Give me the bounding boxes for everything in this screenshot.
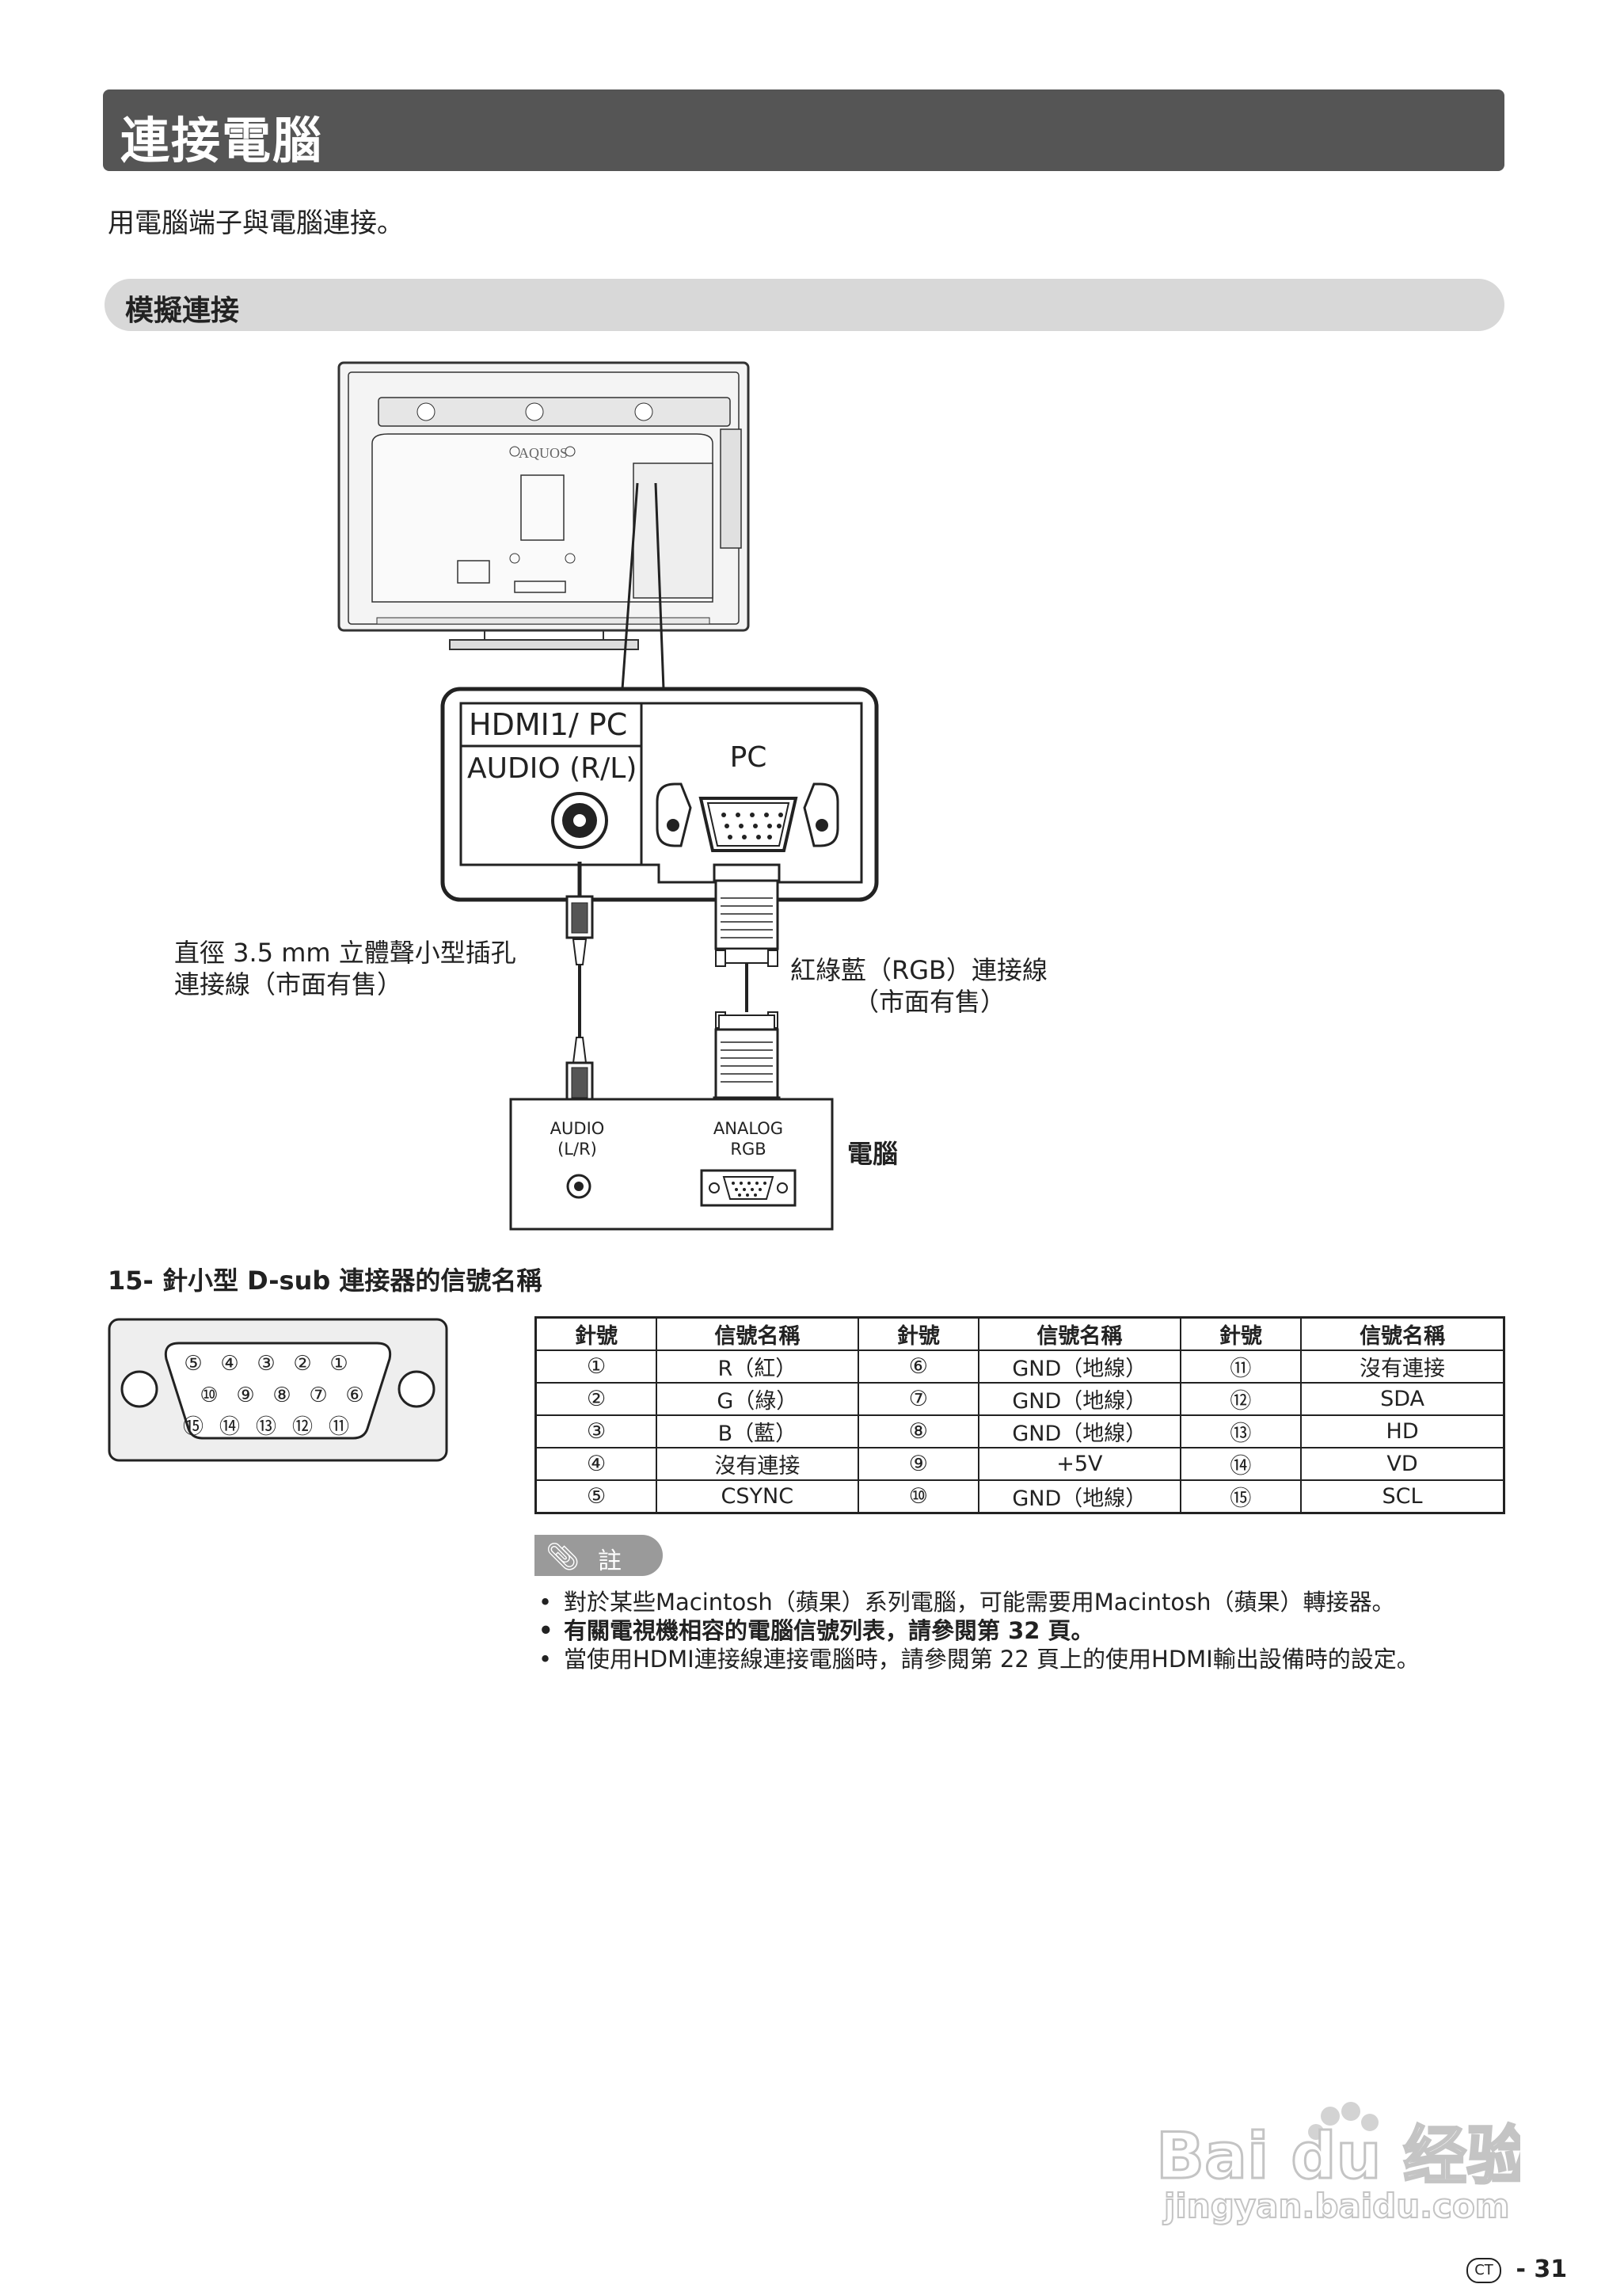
table-row: ① R（紅） ⑥ GND（地線） ⑪ 沒有連接 — [534, 1349, 1506, 1384]
lang-badge: CT — [1466, 2257, 1501, 2283]
tv-back-illustration — [337, 361, 750, 650]
signal-cell: B（藍） — [656, 1414, 859, 1448]
terminal-label-audio: AUDIO (R/L) — [467, 752, 637, 785]
table-row: ④ 沒有連接 ⑨ +5V ⑭ VD — [534, 1447, 1506, 1481]
connection-diagram: AQUOS HDMI1/ PC AUDIO (R/L) PC — [337, 361, 879, 1231]
signal-cell: HD — [1300, 1414, 1506, 1448]
table-row: ⑤ CSYNC ⑩ GND（地線） ⑮ SCL — [534, 1479, 1506, 1514]
paperclip-icon: 📎︎ — [546, 1541, 580, 1573]
watermark-brand: Bai du 经验 — [1156, 2119, 1520, 2193]
signal-cell: G（綠） — [656, 1382, 859, 1416]
pin-4: ④ — [220, 1352, 238, 1376]
note-item: 當使用HDMI連接線連接電腦時，請參閱第 22 頁上的使用HDMI輸出設備時的設… — [537, 1645, 1420, 1673]
pin-8: ⑧ — [272, 1384, 291, 1407]
section-title: 模擬連接 — [125, 295, 240, 327]
rgb-cable-label-2: （市面有售） — [854, 987, 1006, 1017]
pin-9: ⑨ — [236, 1384, 254, 1407]
notes-list: 對於某些Macintosh（蘋果）系列電腦，可能需要用Macintosh（蘋果）… — [537, 1588, 1420, 1673]
pin-10: ⑩ — [200, 1384, 218, 1407]
pin-15: ⑮ — [183, 1415, 203, 1439]
pin-3: ③ — [257, 1352, 275, 1376]
header-pin: 針號 — [534, 1316, 658, 1351]
pin-cell: ⑬ — [1179, 1414, 1303, 1448]
terminal-closeup — [440, 687, 879, 902]
audio-cable — [565, 862, 594, 1112]
pin-cell: ⑮ — [1179, 1479, 1303, 1514]
pin-cell: ⑨ — [857, 1447, 980, 1481]
pin-cell: ⑤ — [534, 1479, 658, 1514]
pin-cell: ① — [534, 1349, 658, 1384]
signal-cell: 沒有連接 — [656, 1447, 859, 1481]
header-signal: 信號名稱 — [656, 1316, 859, 1351]
pin-cell: ② — [534, 1382, 658, 1416]
table-header-row: 針號 信號名稱 針號 信號名稱 針號 信號名稱 — [534, 1316, 1506, 1351]
pin-2: ② — [293, 1352, 311, 1376]
note-tag: 📎︎ 註 — [534, 1535, 663, 1576]
pin-cell: ⑩ — [857, 1479, 980, 1514]
header-pin: 針號 — [857, 1316, 980, 1351]
pin-cell: ③ — [534, 1414, 658, 1448]
audio-cable-label-1: 直徑 3.5 mm 立體聲小型插孔 — [174, 938, 516, 968]
watermark-url: jingyan.baidu.com — [1162, 2187, 1510, 2225]
terminal-label-pc: PC — [730, 741, 767, 774]
table-row: ③ B（藍） ⑧ GND（地線） ⑬ HD — [534, 1414, 1506, 1448]
pc-audio-label: AUDIO — [550, 1119, 605, 1138]
section-bar: 模擬連接 — [105, 279, 1504, 331]
pin-7: ⑦ — [309, 1384, 327, 1407]
baidu-watermark: Bai du 经验 jingyan.baidu.com — [1140, 2091, 1531, 2229]
note-tag-label: 註 — [598, 1547, 622, 1575]
pin-signal-table: 針號 信號名稱 針號 信號名稱 針號 信號名稱 ① R（紅） ⑥ GND（地線）… — [534, 1316, 1506, 1514]
pin-cell: ⑦ — [857, 1382, 980, 1416]
pin-cell: ⑫ — [1179, 1382, 1303, 1416]
rgb-cable-label-1: 紅綠藍（RGB）連接線 — [790, 955, 1048, 985]
signal-cell: GND（地線） — [978, 1382, 1181, 1416]
tv-logo: AQUOS — [519, 445, 568, 461]
pc-audio-sublabel: (L/R) — [557, 1140, 597, 1159]
signal-cell: 沒有連接 — [1300, 1349, 1506, 1384]
pin-cell: ⑪ — [1179, 1349, 1303, 1384]
signal-cell: R（紅） — [656, 1349, 859, 1384]
signal-cell: GND（地線） — [978, 1414, 1181, 1448]
pin-cell: ⑥ — [857, 1349, 980, 1384]
audio-cable-label-2: 連接線（市面有售） — [174, 969, 403, 999]
rgb-cable — [713, 863, 781, 1113]
table-row: ② G（綠） ⑦ GND（地線） ⑫ SDA — [534, 1382, 1506, 1416]
pin-14: ⑭ — [219, 1415, 240, 1439]
intro-text: 用電腦端子與電腦連接。 — [108, 207, 404, 239]
signal-cell: CSYNC — [656, 1479, 859, 1514]
pc-rgb-label: ANALOG — [713, 1119, 783, 1138]
page-title: 連接電腦 — [120, 112, 324, 169]
page-dash: - — [1516, 2255, 1535, 2283]
page-number-value: 31 — [1534, 2255, 1568, 2283]
pc-rgb-sublabel: RGB — [730, 1140, 766, 1159]
pin-cell: ⑧ — [857, 1414, 980, 1448]
signal-cell: +5V — [978, 1447, 1181, 1481]
signal-cell: GND（地線） — [978, 1349, 1181, 1384]
pin-11: ⑪ — [329, 1415, 349, 1439]
pin-cell: ④ — [534, 1447, 658, 1481]
dsub-connector-illustration: ⑤ ④ ③ ② ① ⑩ ⑨ ⑧ ⑦ ⑥ ⑮ ⑭ ⑬ ⑫ ⑪ — [108, 1318, 448, 1465]
pin-5: ⑤ — [184, 1352, 202, 1376]
terminal-label-hdmi: HDMI1/ PC — [469, 707, 627, 742]
pin-12: ⑫ — [292, 1415, 313, 1439]
header-signal: 信號名稱 — [978, 1316, 1181, 1351]
pin-heading: 15- 針小型 D-sub 連接器的信號名稱 — [108, 1266, 542, 1296]
computer-label: 電腦 — [847, 1139, 899, 1169]
signal-cell: VD — [1300, 1447, 1506, 1481]
note-item: 有關電視機相容的電腦信號列表，請參閱第 32 頁。 — [537, 1616, 1420, 1645]
signal-cell: SCL — [1300, 1479, 1506, 1514]
page-number: CT - 31 — [1466, 2255, 1567, 2283]
header-signal: 信號名稱 — [1300, 1316, 1506, 1351]
header-pin: 針號 — [1179, 1316, 1303, 1351]
note-item: 對於某些Macintosh（蘋果）系列電腦，可能需要用Macintosh（蘋果）… — [537, 1588, 1420, 1616]
signal-cell: SDA — [1300, 1382, 1506, 1416]
computer-box — [509, 1098, 834, 1231]
signal-cell: GND（地線） — [978, 1479, 1181, 1514]
pin-6: ⑥ — [345, 1384, 363, 1407]
pin-cell: ⑭ — [1179, 1447, 1303, 1481]
title-bar: 連接電腦 — [103, 89, 1504, 171]
pin-1: ① — [329, 1352, 348, 1376]
pin-13: ⑬ — [256, 1415, 276, 1439]
